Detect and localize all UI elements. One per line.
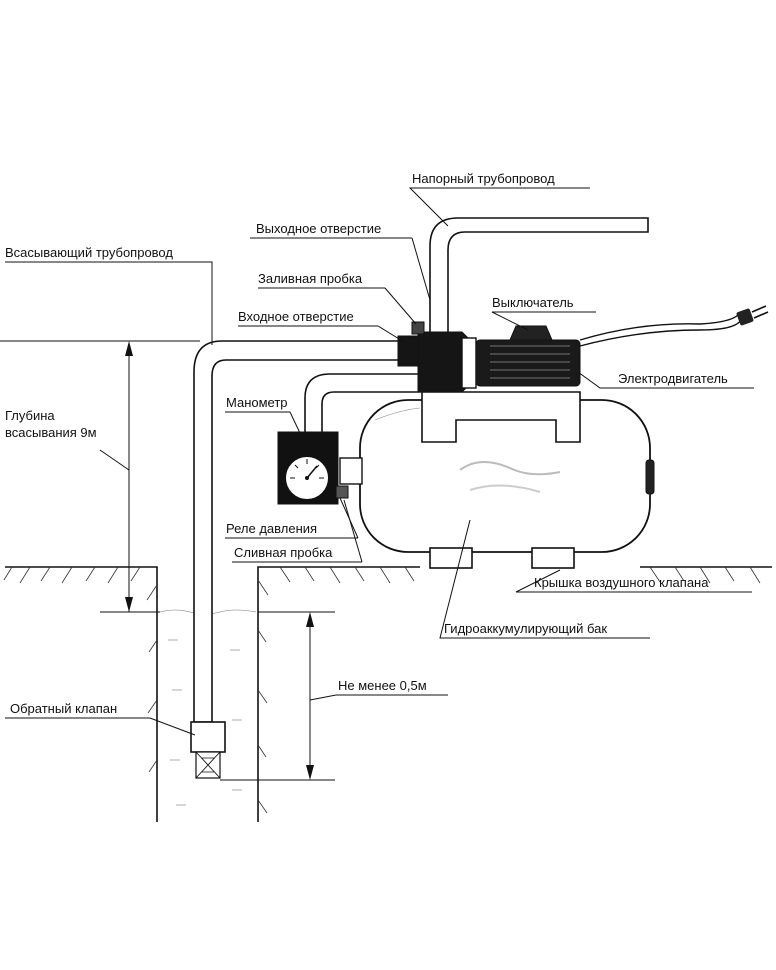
- label-pressure-relay: Реле давления: [226, 521, 317, 536]
- label-gauge: Манометр: [226, 395, 288, 410]
- power-plug: [736, 308, 754, 326]
- label-suction-pipe: Всасывающий трубопровод: [5, 245, 173, 260]
- label-depth-line2: всасывания 9м: [5, 425, 97, 440]
- electric-motor: [475, 339, 581, 387]
- label-inlet: Входное отверстие: [238, 309, 354, 324]
- check-valve: [190, 721, 226, 753]
- drain-plug: [335, 485, 349, 499]
- label-switch: Выключатель: [492, 295, 574, 310]
- label-motor: Электродвигатель: [618, 371, 728, 386]
- label-depth-line1: Глубина: [5, 408, 55, 423]
- pump: [397, 305, 769, 393]
- label-air-valve-cap: Крышка воздушного клапана: [534, 575, 709, 590]
- min-depth-dimension: [220, 611, 335, 781]
- label-pressure-pipe: Напорный трубопровод: [412, 171, 555, 186]
- pressure-gauge: [277, 431, 349, 505]
- leader-lines: [5, 187, 754, 736]
- label-check-valve: Обратный клапан: [10, 701, 117, 716]
- pressure-pipe: [429, 217, 649, 337]
- suction-depth-dimension: [0, 340, 200, 613]
- label-min-depth: Не менее 0,5м: [338, 678, 427, 693]
- fill-plug: [411, 321, 425, 335]
- label-fill-plug: Заливная пробка: [258, 271, 363, 286]
- labels: Напорный трубопровод Выходное отверстие …: [5, 171, 728, 716]
- switch-box: [509, 325, 553, 341]
- accumulator-tank: [339, 391, 655, 569]
- label-outlet: Выходное отверстие: [256, 221, 381, 236]
- air-valve-cap: [645, 459, 655, 495]
- label-drain-plug: Сливная пробка: [234, 545, 333, 560]
- label-accumulator: Гидроаккумулирующий бак: [444, 621, 607, 636]
